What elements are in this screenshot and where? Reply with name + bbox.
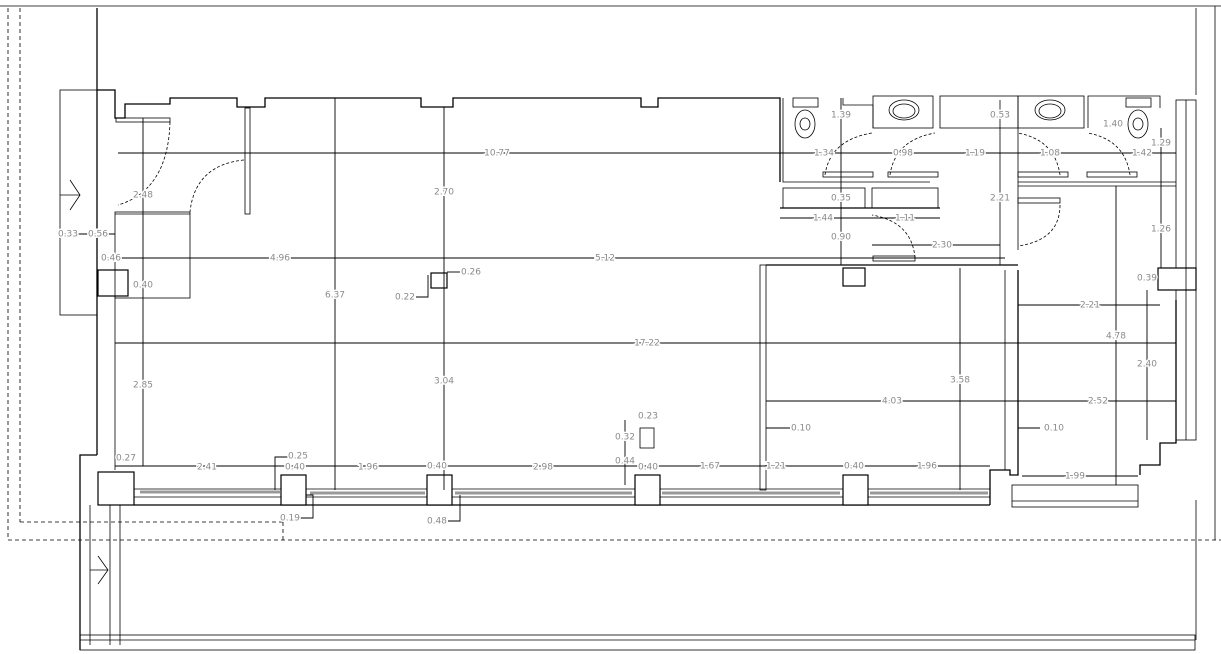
column (426, 474, 453, 506)
dim-label: 0.10 (1044, 424, 1064, 434)
drawing-frame (0, 5, 1221, 640)
dim-label: 0.46 (101, 254, 121, 264)
dim-label: 17.22 (634, 339, 660, 349)
dimension-labels: 10.77 2.48 2.70 0.33 0.56 0.46 4.96 5.12… (56, 109, 1172, 528)
dim-label: 1.29 (1151, 139, 1171, 149)
dim-label: 1.26 (1151, 225, 1171, 235)
dim-label: 1.11 (895, 214, 915, 224)
dim-label: 1.40 (1103, 120, 1123, 130)
dim-label: 1.67 (700, 462, 720, 472)
dim-label: 0.40 (285, 463, 305, 473)
dim-label: 3.04 (434, 377, 454, 387)
dim-label: 0.40 (638, 463, 658, 473)
dim-label: 0.56 (88, 230, 108, 240)
dim-label: 0.39 (1137, 274, 1157, 284)
dim-label: 2.98 (533, 463, 553, 473)
dim-label: 2.85 (133, 381, 153, 391)
dim-label: 0.98 (893, 149, 913, 159)
dim-label: 2.40 (1137, 360, 1157, 370)
dim-label: 0.33 (58, 230, 78, 240)
column (97, 269, 129, 297)
sink-icon (888, 99, 920, 121)
dim-label: 1.39 (831, 111, 851, 121)
dim-label: 0.48 (427, 517, 447, 527)
column (97, 471, 135, 506)
dim-label: 0.40 (133, 281, 153, 291)
dim-label: 5.12 (595, 254, 615, 264)
dim-label: 1.96 (358, 463, 378, 473)
dim-label: 0.40 (844, 462, 864, 472)
dim-label: 3.58 (950, 376, 970, 386)
dimension-lines (60, 98, 1176, 522)
dim-label: 2.41 (197, 463, 217, 473)
dim-label: 0.26 (461, 268, 481, 278)
interior-walls (114, 95, 1176, 491)
dim-label: 0.44 (615, 457, 635, 467)
dim-label: 4.78 (1106, 332, 1126, 342)
dim-label: 10.77 (484, 149, 510, 159)
dim-label: 2.21 (990, 194, 1010, 204)
column (634, 474, 661, 506)
column (280, 474, 307, 506)
box (639, 427, 655, 449)
dim-label: 0.35 (831, 194, 851, 204)
dim-label: 0.10 (791, 424, 811, 434)
dim-label: 4.03 (882, 397, 902, 407)
dim-label: 0.22 (395, 293, 415, 303)
dim-label: 1.19 (965, 149, 985, 159)
dim-label: 1.99 (1065, 472, 1085, 482)
dim-label: 0.23 (638, 412, 658, 422)
dim-label: 1.21 (766, 462, 786, 472)
dim-label: 2.48 (133, 191, 153, 201)
column (430, 272, 448, 289)
dim-label: 6.37 (325, 291, 345, 301)
dim-label: 1.44 (813, 214, 833, 224)
dim-label: 2.52 (1088, 397, 1108, 407)
exterior-walls (59, 8, 1197, 651)
dim-label: 0.25 (288, 452, 308, 462)
dim-label: 0.27 (116, 454, 136, 464)
dim-label: 0.40 (427, 462, 447, 472)
dim-label: 2.21 (1080, 301, 1100, 311)
toilet-icon (792, 97, 819, 139)
dim-label: 2.30 (932, 241, 952, 251)
dim-label: 0.19 (280, 514, 300, 524)
entry-arrow-icon (60, 179, 109, 585)
dim-label: 1.34 (814, 149, 834, 159)
dim-label: 0.32 (615, 433, 635, 443)
dim-label: 2.70 (434, 188, 454, 198)
dim-label: 0.90 (831, 233, 851, 243)
column (842, 474, 869, 506)
column (842, 267, 866, 287)
toilet-icon (1125, 97, 1152, 139)
dim-label: 1.96 (917, 462, 937, 472)
column (1157, 267, 1197, 291)
dim-label: 1.42 (1132, 149, 1152, 159)
dim-label: 0.53 (990, 111, 1010, 121)
dim-label: 1.08 (1040, 149, 1060, 159)
dim-label: 4.96 (270, 254, 290, 264)
sink-icon (1034, 99, 1066, 121)
